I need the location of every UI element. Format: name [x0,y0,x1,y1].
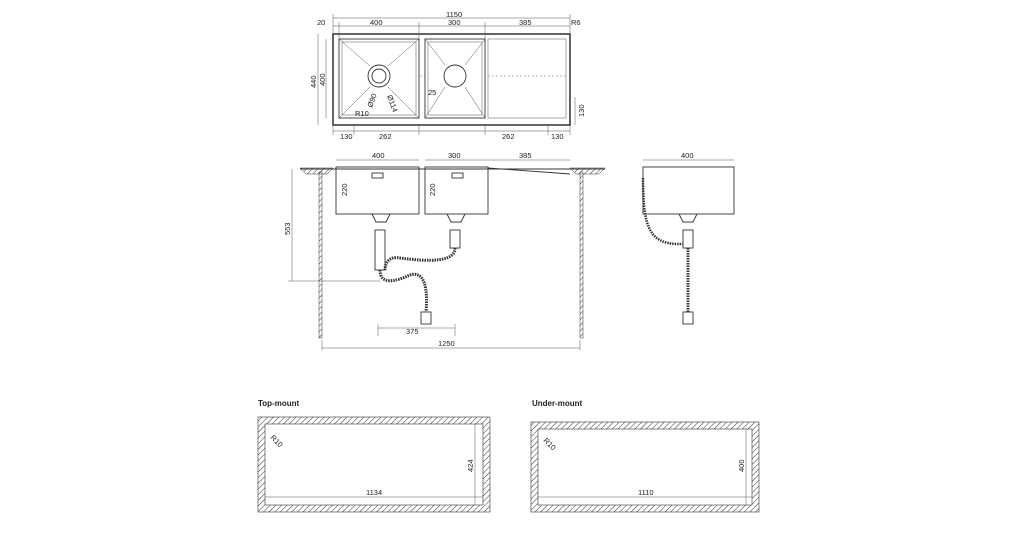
sink-outline [332,33,571,126]
under-mount-height: 400 [737,459,746,472]
dim-400: 400 [370,18,383,27]
front-dim-220-left: 220 [340,183,349,196]
top-mount-height: 424 [466,459,475,472]
dim-262-right: 262 [502,132,515,141]
cabinet-wall-left [318,171,323,339]
dim-300: 300 [448,18,461,27]
dim-440: 440 [309,75,318,88]
front-dim-385: 385 [519,151,532,160]
front-dim-400: 400 [372,151,385,160]
front-dim-553: 553 [283,222,292,235]
drain-inner-circle [371,68,387,84]
side-view: 400 [641,151,735,325]
dim-262-left: 262 [379,132,392,141]
dim-1150: 1150 [446,10,462,19]
front-dim-300: 300 [448,151,461,160]
side-bowl [642,166,735,215]
left-drain-pipe [374,229,386,271]
front-left-bowl [335,166,420,215]
side-dim-400: 400 [681,151,694,160]
top-view: 20 400 1150 300 385 R6 440 400 130 130 2… [309,10,586,141]
front-view: 400 300 385 220 220 553 375 1250 [283,151,606,350]
cabinet-wall-right [579,171,584,339]
front-dim-375: 375 [406,327,419,336]
front-right-bowl [424,166,489,215]
right-bowl [424,38,486,119]
dim-20: 20 [317,18,325,27]
left-bowl [338,38,420,119]
dim-phi90: Ø90 [365,92,378,108]
front-dim-1250: 1250 [438,339,455,348]
dim-385: 385 [519,18,532,27]
drain-circle [443,64,467,88]
dim-130-right: 130 [551,132,564,141]
top-mount-width: 1134 [366,488,382,497]
dim-25: 25 [428,88,436,97]
dim-400-vertical: 400 [318,73,327,86]
dim-130-left: 130 [340,132,353,141]
under-mount-cutout: Under-mount R10 1110 400 [530,399,760,513]
front-dim-220-right: 220 [428,183,437,196]
drainboard [420,38,567,119]
under-mount-label: Under-mount [532,399,583,408]
dim-r6: R6 [571,18,581,27]
drain-outer-circle [367,64,391,88]
top-mount-label: Top-mount [258,399,300,408]
dim-r10: R10 [355,109,369,118]
dim-130-vertical: 130 [577,104,586,117]
under-mount-width: 1110 [638,488,654,497]
top-mount-cutout: Top-mount R10 1134 424 [257,399,491,513]
